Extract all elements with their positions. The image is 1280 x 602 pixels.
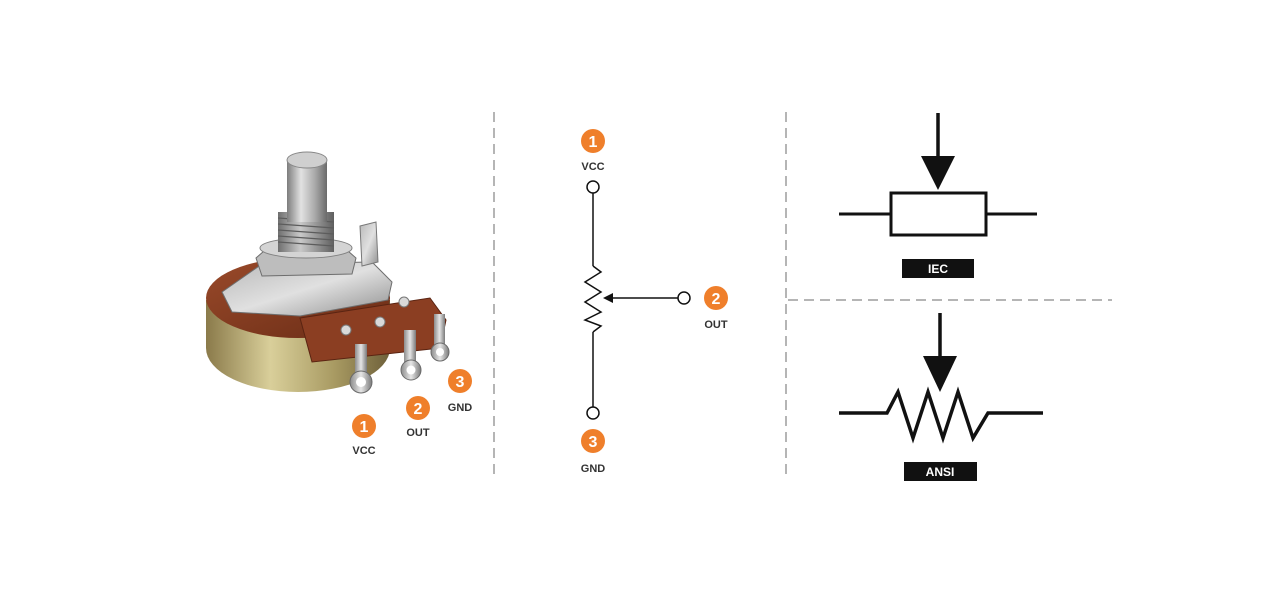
ansi-resistor-zigzag [839,386,1043,444]
iec-symbol: IEC [839,113,1037,278]
pin-number: 3 [456,374,465,391]
pin-number: 2 [414,401,423,418]
pin-badge [406,396,430,420]
shaft [287,160,327,222]
iec-resistor-box [889,191,988,237]
pin-number: 1 [589,134,598,151]
pin-label: GND [581,463,606,475]
pin-badge [352,414,376,438]
pin-label: VCC [581,161,604,173]
pin-number: 1 [360,419,369,436]
pin-badge [581,129,605,153]
pin-badge [704,286,728,310]
iec-arrow-icon [921,156,955,190]
pin-label: GND [448,402,473,414]
pin-badge [448,369,472,393]
tab-hole [340,324,352,336]
pin-number: 3 [589,434,598,451]
ansi-arrow-icon [923,356,957,392]
iec-label: IEC [928,262,948,276]
pin-label: OUT [704,319,728,331]
wiper-arrow-icon [603,293,613,303]
photo-pin-2: 2 OUT [406,396,430,439]
photo-pin-3: 3 GND [448,369,473,414]
pin-3-terminal [430,314,450,362]
tab-hole [374,316,386,328]
terminal-out [677,291,691,305]
pin-label: VCC [352,445,375,457]
photo-pin-1: 1 VCC [352,414,376,457]
pin-2-terminal [400,330,422,381]
ansi-symbol: ANSI [839,313,1043,481]
terminal-vcc [586,180,600,194]
tab-hole [398,296,410,308]
pin-1-terminal [349,344,373,394]
anti-rotation-tab [359,221,379,267]
potentiometer-illustration [206,151,450,394]
ansi-label: ANSI [926,465,955,479]
iec-label-box [902,259,974,278]
pin-label: OUT [406,427,430,439]
resistor-zigzag [583,265,603,333]
ansi-label-box [904,462,977,481]
pin-badge [581,429,605,453]
shaft-top [286,151,328,169]
terminal-gnd [586,406,600,420]
schematic: 1 VCC 2 OUT 3 GND [581,129,728,475]
pin-number: 2 [712,291,721,308]
